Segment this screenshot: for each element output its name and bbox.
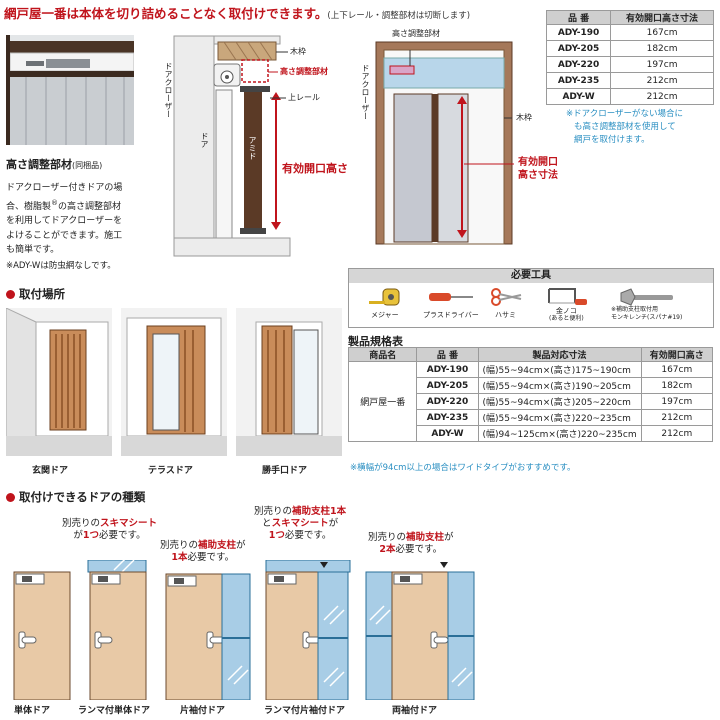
- screwdriver-icon: [429, 293, 473, 301]
- diagram-cross-section: 木枠 高さ調整部材 上レール ドアクローザー ドア アミド 有効開口高さ: [160, 32, 348, 262]
- d2-opening: 有効開口 高さ寸法: [518, 157, 558, 181]
- d2-takasa: 高さ調整部材: [392, 29, 440, 38]
- adjust-part-title: 高さ調整部材(同梱品): [6, 158, 103, 171]
- top-table-header-height: 有効開口高さ寸法: [610, 10, 714, 25]
- headline-main: 網戸屋一番は本体を切り詰めることなく取付けできます。: [4, 6, 328, 21]
- d1-door: ドア: [200, 132, 209, 148]
- door-types-title: 取付けできるドアの種類: [6, 489, 145, 505]
- spec-product-name: 網戸屋一番: [347, 361, 418, 442]
- callout-transom-single: 別売りのスキマシート が1つ必要です。: [62, 518, 158, 541]
- headline-note: (上下レール・調整部材は切断します): [327, 11, 471, 21]
- table-row: ADY-W (幅)94~125cm×(高さ)220~235cm 212cm: [349, 425, 714, 442]
- diagram-front-view: 高さ調整部材 ドアクローザー 木枠 有効開口 高さ寸法: [352, 24, 558, 268]
- tools-title: 必要工具: [349, 269, 713, 283]
- table-row: ADY-205 (幅)55~94cm×(高さ)190~205cm 182cm: [349, 377, 714, 394]
- door-type-label-double-side: 両袖付ドア: [392, 706, 438, 716]
- d1-upper-rail: 上レール: [288, 93, 320, 102]
- d1-opening: 有効開口高さ: [282, 162, 348, 175]
- tool-label-scissors: ハサミ: [495, 311, 516, 319]
- door-type-label-transom-single: ランマ付単体ドア: [78, 706, 151, 716]
- table-row: ADY-220 (幅)55~94cm×(高さ)205~220cm 197cm: [349, 393, 714, 410]
- tool-label-screwdriver: プラスドライバー: [423, 311, 479, 319]
- location-entrance-illustration: [6, 308, 112, 456]
- table-row: 網戸屋一番 ADY-190 (幅)55~94cm×(高さ)175~190cm 1…: [347, 361, 714, 442]
- adjust-part-footnote: ※ADY-Wは防虫網なしです。: [6, 261, 116, 271]
- bullet-icon: [6, 290, 15, 299]
- door-types-illustration: [13, 560, 475, 700]
- door-type-label-side: 片袖付ドア: [180, 706, 226, 716]
- tools-box: 必要工具 メジャー プラスドライバー ハサミ: [348, 268, 714, 328]
- spec-table: 商品名 品 番 製品対応寸法 有効開口高さ 網戸屋一番 ADY-190 (幅)5…: [347, 347, 714, 442]
- door-type-label-transom-side: ランマ付片袖付ドア: [264, 706, 346, 716]
- d2-mokuwaku: 木枠: [516, 113, 532, 122]
- d1-closer: ドアクローザー: [164, 62, 173, 118]
- wrench-icon: [620, 288, 673, 306]
- locations-title: 取付場所: [6, 286, 65, 302]
- d2-closer: ドアクローザー: [361, 64, 370, 120]
- top-table-header-model: 品 番: [545, 10, 612, 25]
- saw-icon: [548, 288, 587, 305]
- tool-label-saw: 金ノコ (あると便利): [549, 307, 584, 322]
- bullet-icon: [6, 493, 15, 502]
- scissors-icon: [491, 288, 522, 306]
- door-closer-photo-svg: [6, 35, 134, 145]
- callout-double-side: 別売りの補助支柱が 2本必要です。: [368, 532, 454, 555]
- location-label-kitchen: 勝手口ドア: [262, 466, 308, 476]
- location-kitchen-illustration: [236, 308, 342, 456]
- location-label-terrace: テラスドア: [148, 466, 193, 476]
- adjust-part-photo: [6, 35, 134, 145]
- d1-mokuwaku: 木枠: [290, 47, 306, 56]
- d2-note: ※ドアクローザーがない場合に も高さ調整部材を使用して 網戸を取付けます。: [566, 109, 684, 145]
- location-label-entrance: 玄関ドア: [32, 466, 69, 476]
- callout-side-single: 別売りの補助支柱が 1本必要です。: [160, 540, 246, 563]
- tape-measure-icon: [369, 288, 400, 306]
- location-terrace-illustration: [121, 308, 227, 456]
- adjust-part-body: ドアクローザー付きドアの場 合、樹脂製®の高さ調整部材 を利用してドアクローザー…: [6, 183, 123, 255]
- spec-note: ※横幅が94cm以上の場合はワイドタイプがおすすめです。: [350, 463, 576, 473]
- d1-takasa: 高さ調整部材: [280, 67, 328, 76]
- spec-title: 製品規格表: [348, 335, 403, 348]
- cross-section-svg: [173, 35, 291, 257]
- d1-amido: アミド: [248, 136, 257, 160]
- callout-transom-side: 別売りの補助支柱1本 とスキマシートが 1つ必要です。: [254, 506, 347, 541]
- headline: 網戸屋一番は本体を切り詰めることなく取付けできます。(上下レール・調整部材は切断…: [4, 3, 470, 22]
- door-type-label-single: 単体ドア: [14, 706, 51, 716]
- tool-label-tape: メジャー: [371, 311, 399, 319]
- front-view-svg: [375, 41, 514, 245]
- tool-label-wrench: ※補助支柱取付用 モンキレンチ(スパナ#19): [611, 306, 683, 321]
